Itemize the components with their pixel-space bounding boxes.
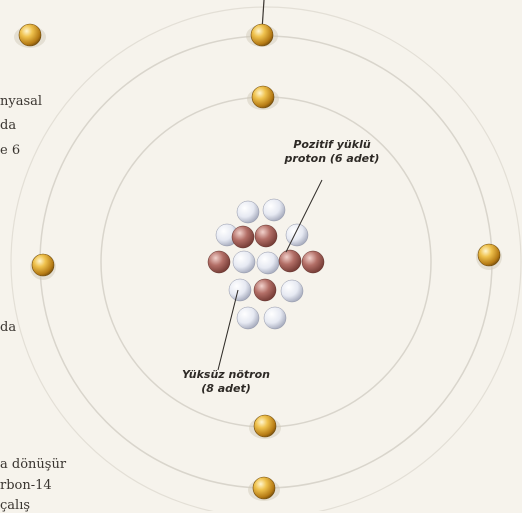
neutron-pointer-line bbox=[218, 290, 238, 370]
body-text-fragment: da bbox=[0, 119, 16, 132]
nucleus bbox=[208, 199, 324, 329]
body-text-fragment: e 6 bbox=[0, 144, 20, 157]
neutron bbox=[237, 307, 259, 329]
proton bbox=[232, 226, 254, 248]
electron bbox=[249, 415, 281, 439]
body-text-fragment: çalış bbox=[0, 499, 30, 512]
proton bbox=[255, 225, 277, 247]
proton-label-line2: proton (6 adet) bbox=[275, 152, 389, 166]
electron bbox=[248, 477, 280, 501]
body-text-fragment: rbon-14 bbox=[0, 479, 52, 492]
electron bbox=[476, 244, 502, 270]
neutron bbox=[233, 251, 255, 273]
proton-label: Pozitif yüklü proton (6 adet) bbox=[275, 138, 389, 166]
neutron bbox=[281, 280, 303, 302]
neutron bbox=[286, 224, 308, 246]
electron bbox=[30, 254, 56, 280]
neutron-label-line2: (8 adet) bbox=[172, 382, 280, 396]
electron bbox=[14, 24, 46, 48]
body-text-fragment: nyasal bbox=[0, 95, 42, 108]
neutron bbox=[229, 279, 251, 301]
proton bbox=[302, 251, 324, 273]
electron bbox=[247, 86, 279, 110]
body-text-fragment: a dönüşür bbox=[0, 458, 66, 471]
neutron-label: Yüksüz nötron (8 adet) bbox=[172, 368, 280, 396]
proton bbox=[254, 279, 276, 301]
proton-label-line1: Pozitif yüklü bbox=[275, 138, 389, 152]
proton bbox=[208, 251, 230, 273]
neutron-label-line1: Yüksüz nötron bbox=[172, 368, 280, 382]
neutron bbox=[237, 201, 259, 223]
neutron bbox=[264, 307, 286, 329]
proton bbox=[279, 250, 301, 272]
neutron bbox=[257, 252, 279, 274]
neutron bbox=[263, 199, 285, 221]
body-text-fragment: da bbox=[0, 321, 16, 334]
electron bbox=[246, 24, 278, 47]
